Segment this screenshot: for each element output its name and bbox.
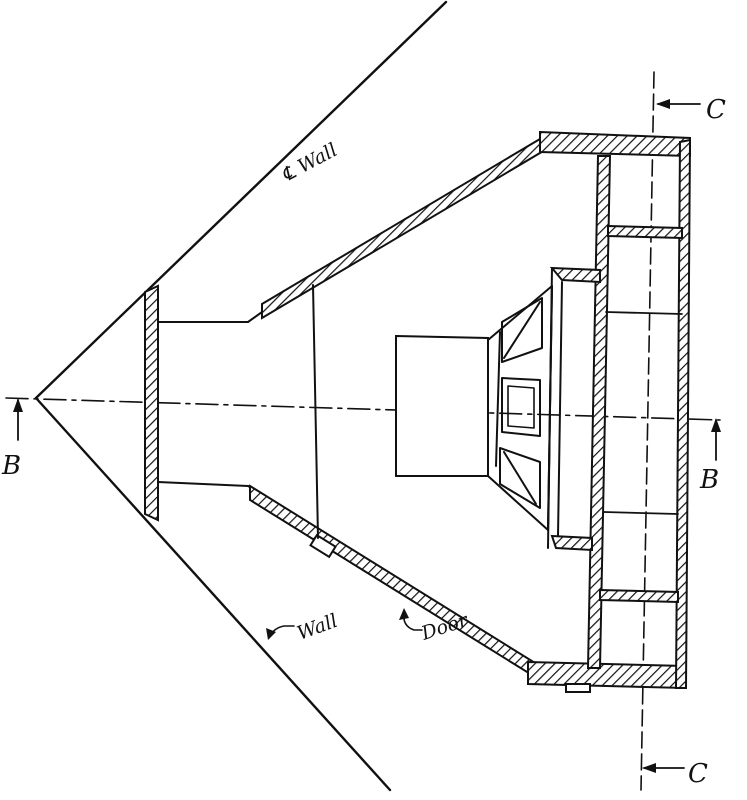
section-b-marker-right <box>711 418 721 461</box>
frame-top-bracket <box>549 266 601 284</box>
section-b-label-left: B <box>1 451 21 481</box>
wall-label: Wall <box>294 610 340 645</box>
bottom-plate <box>527 660 686 690</box>
louver-middle <box>501 377 541 437</box>
box-compartment-lines <box>603 311 683 515</box>
louver-lower <box>499 447 541 509</box>
section-b-marker-left <box>13 398 23 441</box>
louver-upper <box>501 297 543 363</box>
door-hinge-tab <box>309 533 337 559</box>
section-b-centerline <box>5 397 721 421</box>
section-c-label-bottom: C <box>688 759 708 789</box>
door-label-leader <box>399 608 423 631</box>
top-plate <box>539 130 691 158</box>
lower-divider-plate <box>599 588 679 604</box>
section-c-marker-top <box>656 99 701 109</box>
wall-lines <box>34 0 448 792</box>
wall-centerline-label: ℄ Wall <box>278 139 341 186</box>
section-c-marker-bottom <box>642 763 685 773</box>
motor-block <box>395 334 489 477</box>
inner-vertical-wall <box>586 155 612 669</box>
door-divider-line <box>312 284 319 539</box>
bottom-tab <box>565 683 591 693</box>
right-outer-wall <box>674 138 692 689</box>
upper-wall-line <box>34 0 448 400</box>
upper-divider-plate <box>607 224 683 240</box>
section-c-label-top: C <box>706 95 726 125</box>
section-b-label-right: B <box>699 465 719 495</box>
lower-wall-line <box>34 396 392 792</box>
frame-bottom-bracket <box>550 534 593 552</box>
left-cover-plate <box>144 284 159 522</box>
wall-label-leader <box>266 625 295 640</box>
door-panel <box>249 484 541 682</box>
